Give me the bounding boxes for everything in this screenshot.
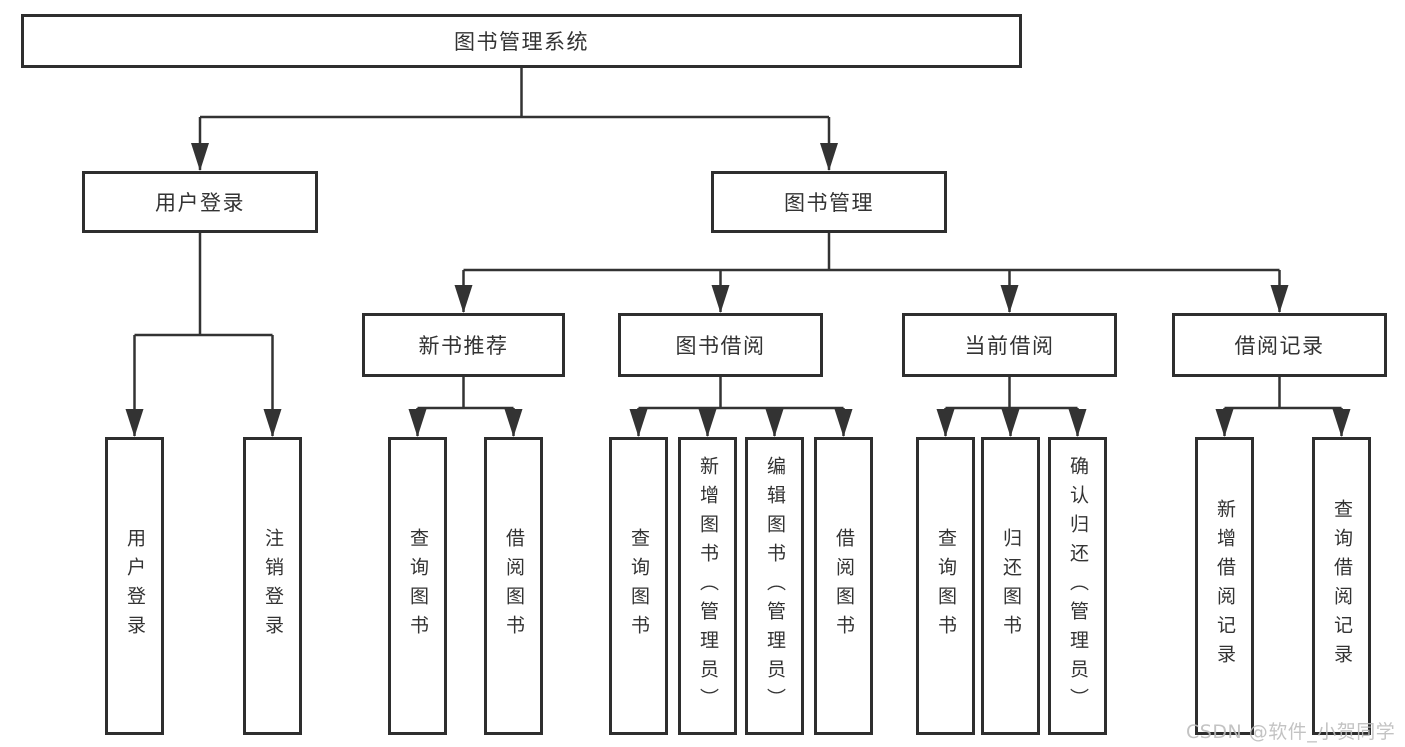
node-edit-books-admin: 编辑图书（管理员）: [745, 437, 804, 735]
node-library-management-system: 图书管理系统: [21, 14, 1022, 68]
node-new-book-recommendation: 新书推荐: [362, 313, 565, 377]
edge-root-to-level2: [191, 68, 838, 171]
node-borrowing-records: 借阅记录: [1172, 313, 1387, 377]
node-logout-leaf: 注销登录: [243, 437, 302, 735]
node-label: 图书借阅: [675, 334, 766, 358]
node-label: 查询图书: [628, 528, 650, 644]
edge-book-borrow-children: [629, 377, 853, 437]
node-label: 查询借阅记录: [1331, 499, 1353, 673]
node-label: 借阅图书: [833, 528, 855, 644]
node-query-books-2: 查询图书: [609, 437, 668, 735]
node-borrow-books-2: 借阅图书: [814, 437, 873, 735]
edge-borrow-records-children: [1215, 377, 1351, 437]
node-query-books-3: 查询图书: [916, 437, 975, 735]
node-label: 新书推荐: [418, 334, 509, 358]
node-label: 图书管理系统: [454, 30, 589, 54]
node-book-management: 图书管理: [711, 171, 947, 233]
node-label: 查询图书: [407, 528, 429, 644]
node-user-login-leaf: 用户登录: [105, 437, 164, 735]
node-label: 借阅记录: [1234, 334, 1325, 358]
node-user-login: 用户登录: [82, 171, 318, 233]
node-confirm-return-admin: 确认归还（管理员）: [1048, 437, 1107, 735]
node-add-borrow-record: 新增借阅记录: [1195, 437, 1254, 735]
node-label: 查询图书: [935, 528, 957, 644]
edge-new-book-rec-children: [408, 377, 523, 437]
node-label: 归还图书: [1000, 528, 1022, 644]
node-label: 借阅图书: [503, 528, 525, 644]
edge-user-login-children: [125, 233, 282, 437]
node-add-books-admin: 新增图书（管理员）: [678, 437, 737, 735]
node-book-borrowing: 图书借阅: [618, 313, 823, 377]
node-current-borrowing: 当前借阅: [902, 313, 1117, 377]
node-label: 新增借阅记录: [1214, 499, 1236, 673]
edge-current-borrow-children: [936, 377, 1087, 437]
node-borrow-books-1: 借阅图书: [484, 437, 543, 735]
node-return-books: 归还图书: [981, 437, 1040, 735]
node-label: 用户登录: [155, 191, 245, 215]
node-label: 确认归还（管理员）: [1067, 455, 1089, 717]
node-query-books-1: 查询图书: [388, 437, 447, 735]
edge-book-mgmt-children: [454, 233, 1289, 313]
node-label: 用户登录: [124, 528, 146, 644]
node-query-borrow-record: 查询借阅记录: [1312, 437, 1371, 735]
node-label: 新增图书（管理员）: [697, 455, 719, 717]
node-label: 当前借阅: [964, 334, 1055, 358]
node-label: 注销登录: [262, 528, 284, 644]
csdn-watermark: CSDN @软件_小贺同学: [1186, 721, 1396, 743]
node-label: 图书管理: [784, 191, 874, 215]
node-label: 编辑图书（管理员）: [764, 455, 786, 717]
